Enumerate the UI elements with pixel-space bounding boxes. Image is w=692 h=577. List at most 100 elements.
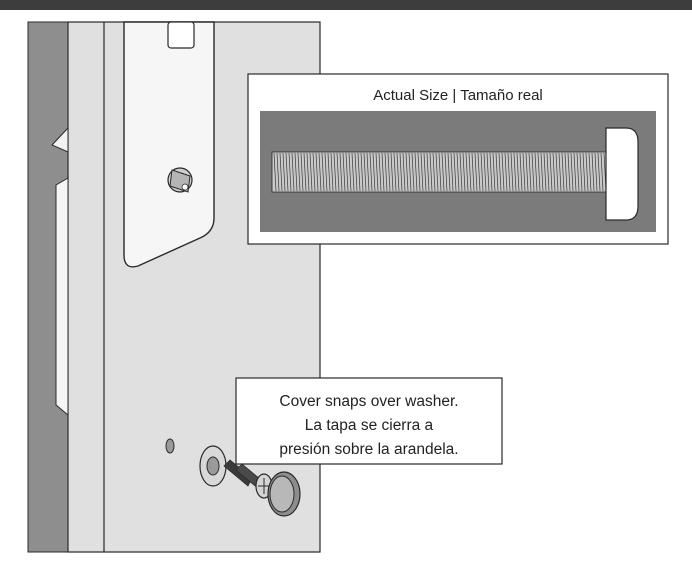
- screw-thread-line: [486, 152, 490, 192]
- screw-thread-line: [477, 152, 481, 192]
- screw-thread-line: [513, 152, 517, 192]
- lock-cylinder-icon: [167, 167, 193, 193]
- screw-thread-line: [291, 152, 295, 192]
- screw-thread-line: [378, 152, 382, 192]
- screw-thread-line: [435, 152, 439, 192]
- screw-thread-line: [369, 152, 373, 192]
- screw-thread-line: [447, 152, 451, 192]
- screw-thread-line: [318, 152, 322, 192]
- screw-thread-line: [546, 152, 550, 192]
- screw-thread-line: [360, 152, 364, 192]
- screw-thread-line: [573, 152, 577, 192]
- washer-icon: [199, 445, 227, 487]
- screw-thread-line: [330, 152, 334, 192]
- screw-thread-line: [390, 152, 394, 192]
- latch-bolt: [51, 126, 69, 153]
- screw-thread-line: [396, 152, 400, 192]
- screw-thread-line: [507, 152, 511, 192]
- screw-thread-line: [528, 152, 532, 192]
- screw-thread-line: [357, 152, 361, 192]
- screw-thread-line: [429, 152, 433, 192]
- screw-thread-line: [489, 152, 493, 192]
- screw-thread-line: [276, 152, 280, 192]
- screw-thread-line: [336, 152, 340, 192]
- screw-thread-line: [423, 152, 427, 192]
- screw-thread-line: [570, 152, 574, 192]
- screw-thread-line: [456, 152, 460, 192]
- screw-thread-line: [393, 152, 397, 192]
- screw-thread-line: [432, 152, 436, 192]
- screw-thread-line: [306, 152, 310, 192]
- screw-thread-line: [405, 152, 409, 192]
- screw-thread-line: [408, 152, 412, 192]
- screw-thread-line: [312, 152, 316, 192]
- screw-thread-line: [585, 152, 589, 192]
- screw-thread-line: [492, 152, 496, 192]
- screw-thread-line: [588, 152, 592, 192]
- screw-thread-line: [282, 152, 286, 192]
- screw-thread-line: [468, 152, 472, 192]
- screw-thread-line: [273, 152, 277, 192]
- escutcheon-plate: [123, 21, 215, 268]
- screw-thread-line: [414, 152, 418, 192]
- screw-thread-line: [387, 152, 391, 192]
- screw-thread-line: [465, 152, 469, 192]
- screw-thread-line: [537, 152, 541, 192]
- actual-size-title: Actual Size | Tamaño real: [373, 87, 543, 104]
- screw-thread-line: [600, 152, 604, 192]
- screw-thread-line: [576, 152, 580, 192]
- screw-thread-line: [495, 152, 499, 192]
- screw-thread-line: [348, 152, 352, 192]
- screw-thread-line: [333, 152, 337, 192]
- screw-thread-line: [402, 152, 406, 192]
- screw-thread-line: [399, 152, 403, 192]
- screw-thread-line: [516, 152, 520, 192]
- screw-thread-line: [372, 152, 376, 192]
- screw-thread-line: [594, 152, 598, 192]
- screw-thread-line: [534, 152, 538, 192]
- screw-thread-line: [582, 152, 586, 192]
- screw-thread-line: [375, 152, 379, 192]
- screw-thread-line: [519, 152, 523, 192]
- screw-thread-line: [321, 152, 325, 192]
- screw-actual-size: [271, 127, 639, 221]
- screw-thread-line: [462, 152, 466, 192]
- screw-thread-line: [480, 152, 484, 192]
- screw-thread-line: [294, 152, 298, 192]
- callout-line-en: Cover snaps over washer.: [279, 393, 458, 410]
- screw-thread-line: [543, 152, 547, 192]
- screw-thread-line: [459, 152, 463, 192]
- screw-thread-line: [327, 152, 331, 192]
- screw-thread-line: [363, 152, 367, 192]
- screw-thread-line: [411, 152, 415, 192]
- screw-thread-line: [381, 152, 385, 192]
- screw-thread-line: [558, 152, 562, 192]
- screw-thread-line: [555, 152, 559, 192]
- screw-thread-line: [354, 152, 358, 192]
- screw-thread-line: [591, 152, 595, 192]
- screw-thread-line: [342, 152, 346, 192]
- strike-plate: [55, 177, 69, 417]
- screw-thread-line: [564, 152, 568, 192]
- screw-thread-line: [522, 152, 526, 192]
- screw-thread-line: [441, 152, 445, 192]
- screw-thread-line: [450, 152, 454, 192]
- callout-line-es-1: La tapa se cierra a: [305, 417, 434, 434]
- screw-thread-line: [279, 152, 283, 192]
- screw-thread-line: [438, 152, 442, 192]
- screw-thread-line: [324, 152, 328, 192]
- screw-thread-line: [597, 152, 601, 192]
- callout-box: Cover snaps over washer. La tapa se cier…: [235, 377, 503, 465]
- screw-thread-line: [300, 152, 304, 192]
- screw-thread-line: [579, 152, 583, 192]
- screw-thread-line: [285, 152, 289, 192]
- screw-thread-line: [498, 152, 502, 192]
- screw-thread-line: [339, 152, 343, 192]
- screw-thread-line: [471, 152, 475, 192]
- screw-thread-line: [483, 152, 487, 192]
- screw-thread-line: [453, 152, 457, 192]
- screw-thread-line: [315, 152, 319, 192]
- screw-thread-line: [552, 152, 556, 192]
- screw-thread-line: [504, 152, 508, 192]
